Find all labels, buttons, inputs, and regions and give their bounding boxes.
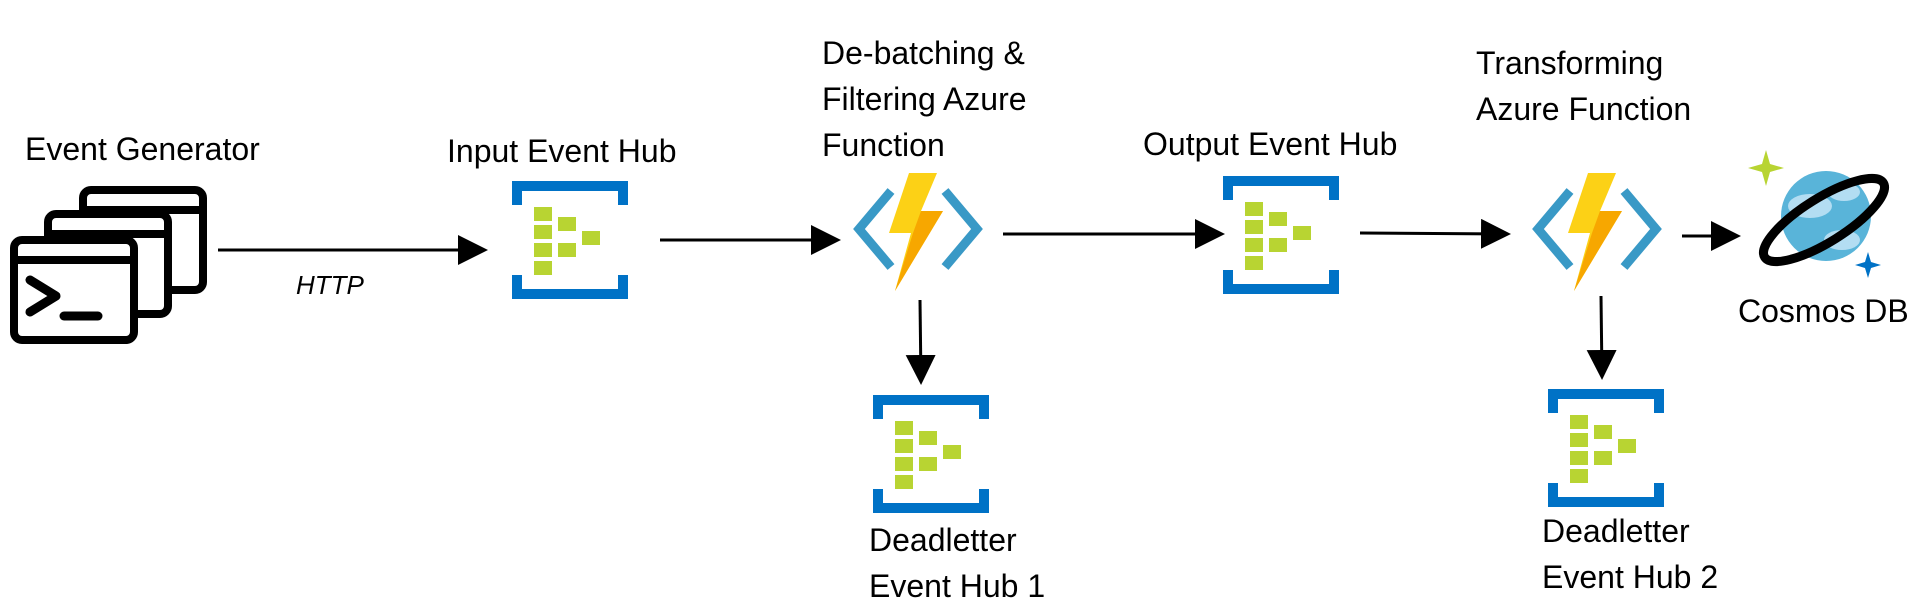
debatch-function-label: De-batching & Filtering Azure Function [822,30,1027,168]
transform-function-label-line: Azure Function [1476,91,1692,127]
deadletter-1-label-line: Deadletter [869,522,1017,558]
arrow-debatch-function-to-deadletter-1 [905,299,936,385]
azure-function-icon [1532,173,1662,293]
input-event-hub-label: Input Event Hub [447,133,677,169]
transform-function-label: Transforming Azure Function [1476,40,1691,132]
deadletter-1-label: Deadletter Event Hub 1 [869,517,1045,609]
cosmos-db-icon [1746,148,1896,283]
azure-function-icon [853,173,983,293]
event-hub-icon [512,181,628,299]
terminal-windows-icon [8,184,208,349]
cosmos-db-label: Cosmos DB [1738,293,1909,329]
event-hub-icon [873,395,989,513]
arrow-transform-function-to-deadletter-2 [1586,295,1617,380]
transform-function-label-line: Transforming [1476,45,1664,81]
debatch-function-label-line: Function [822,127,945,163]
event-hub-icon [1223,176,1339,294]
deadletter-1-label-line: Event Hub 1 [869,568,1046,604]
debatch-function-label-line: Filtering Azure [822,81,1027,117]
debatch-function-label-line: De-batching & [822,35,1025,71]
event-generator-label: Event Generator [25,131,260,167]
http-edge-label: HTTP [296,270,364,300]
deadletter-2-label-line: Event Hub 2 [1542,559,1719,595]
output-event-hub-label: Output Event Hub [1143,126,1398,162]
event-hub-icon [1548,389,1664,507]
arrow-output-hub-to-transform-function [1359,218,1511,249]
deadletter-2-label: Deadletter Event Hub 2 [1542,508,1718,600]
deadletter-2-label-line: Deadletter [1542,513,1690,549]
